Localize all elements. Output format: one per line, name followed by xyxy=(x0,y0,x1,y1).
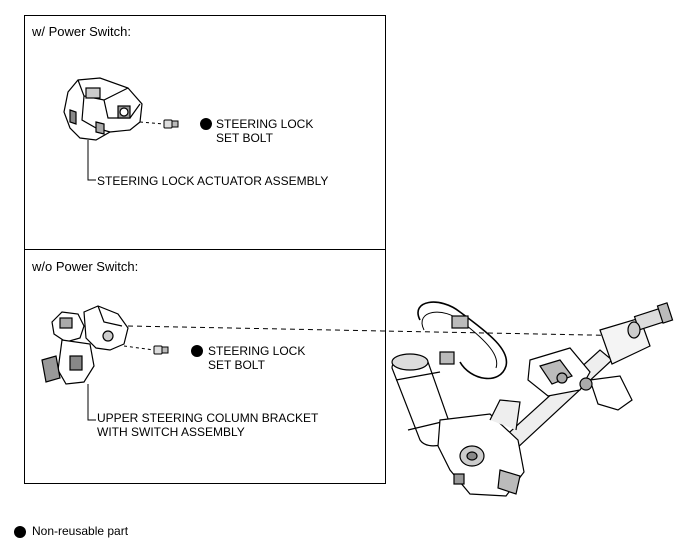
bottom-bolt-label-line2: SET BOLT xyxy=(208,358,265,372)
panel-with-power-switch-title: w/ Power Switch: xyxy=(32,24,131,39)
bottom-assembly-label-line1: UPPER STEERING COLUMN BRACKET xyxy=(97,411,319,425)
filled-circle-icon xyxy=(14,525,26,538)
top-assembly-label: STEERING LOCK ACTUATOR ASSEMBLY xyxy=(97,174,329,188)
top-bolt-label-line1: STEERING LOCK xyxy=(216,117,314,131)
legend: Non-reusable part xyxy=(14,524,128,538)
bottom-assembly-label: UPPER STEERING COLUMN BRACKET WITH SWITC… xyxy=(97,411,318,439)
top-assembly-leader xyxy=(87,140,96,181)
top-bolt-label: STEERING LOCK SET BOLT xyxy=(216,117,313,145)
alignment-dash-upper xyxy=(127,325,641,337)
steering-column-drawing xyxy=(391,301,674,497)
steering-lock-actuator-drawing xyxy=(63,77,143,141)
top-set-bolt-drawing xyxy=(163,119,179,129)
bottom-assembly-leader xyxy=(87,384,96,421)
bottom-bolt-dash xyxy=(123,345,155,351)
top-bolt-dash xyxy=(139,121,165,125)
bottom-bolt-label: STEERING LOCK SET BOLT xyxy=(208,344,305,372)
alignment-dash-lower xyxy=(330,330,600,340)
column-bracket-switch-drawing xyxy=(41,305,129,385)
bottom-set-bolt-drawing xyxy=(153,345,169,355)
non-reusable-marker-bottom xyxy=(191,345,203,357)
legend-text: Non-reusable part xyxy=(32,524,129,538)
bottom-assembly-label-line2: WITH SWITCH ASSEMBLY xyxy=(97,425,245,439)
non-reusable-marker-top xyxy=(200,118,212,130)
bottom-bolt-label-line1: STEERING LOCK xyxy=(208,344,306,358)
panel-without-power-switch-title: w/o Power Switch: xyxy=(32,259,139,274)
top-bolt-label-line2: SET BOLT xyxy=(216,131,273,145)
